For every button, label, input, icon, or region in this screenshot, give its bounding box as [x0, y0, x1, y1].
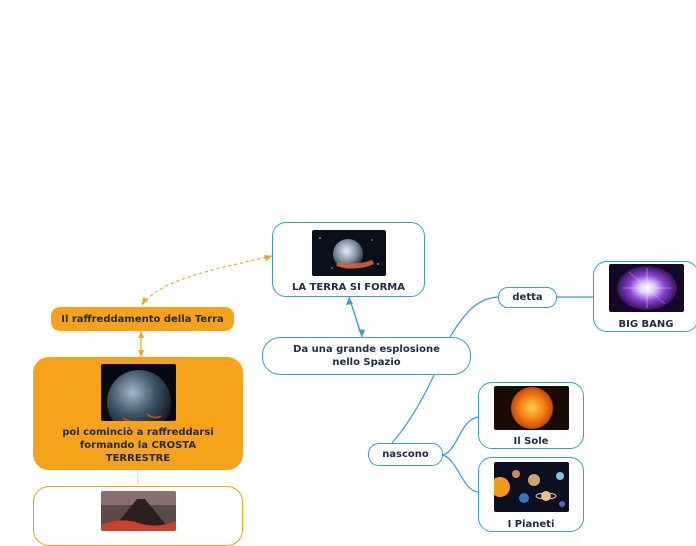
- arrow-head-top: [346, 297, 353, 305]
- node-il-sole-label: Il Sole: [514, 435, 549, 448]
- node-crosta-terrestre-label: poi cominciò a raffreddarsi formando la …: [48, 426, 228, 465]
- volcano-image: [101, 491, 176, 531]
- node-big-bang[interactable]: BIG BANG: [593, 261, 696, 332]
- node-detta[interactable]: detta: [498, 287, 557, 308]
- big-bang-image: [609, 264, 684, 312]
- node-terra-si-forma[interactable]: LA TERRA SI FORMA: [272, 222, 425, 297]
- node-raffreddamento-label: Il raffreddamento della Terra: [61, 313, 224, 326]
- sun-image: [494, 386, 569, 430]
- arrow-head-orange-bottom: [142, 297, 148, 305]
- node-esplosione[interactable]: Da una grande esplosione nello Spazio: [262, 337, 471, 375]
- node-vulcano[interactable]: [33, 486, 243, 546]
- link-nascono-pianeti: [443, 455, 478, 492]
- node-raffreddamento[interactable]: Il raffreddamento della Terra: [51, 307, 234, 331]
- cooling-earth-image: [101, 364, 176, 421]
- link-esplosione-nascono: [392, 375, 434, 443]
- node-detta-label: detta: [512, 291, 542, 304]
- link-esplosione-detta: [450, 297, 498, 337]
- node-il-sole[interactable]: Il Sole: [478, 382, 584, 449]
- earth-forming-image: [312, 230, 386, 276]
- arrow-head-bottom: [358, 329, 365, 337]
- node-big-bang-label: BIG BANG: [619, 318, 674, 331]
- arrow-head-orange-2-top: [138, 331, 144, 338]
- node-esplosione-label: Da una grande esplosione nello Spazio: [285, 343, 448, 369]
- planets-image: [494, 462, 569, 512]
- arrow-head-orange-top: [264, 255, 272, 261]
- node-i-pianeti[interactable]: I Pianeti: [478, 457, 584, 532]
- node-nascono-label: nascono: [382, 448, 429, 461]
- link-terra-raffreddamento: [142, 256, 272, 305]
- node-nascono[interactable]: nascono: [368, 443, 443, 466]
- node-crosta-terrestre[interactable]: poi cominciò a raffreddarsi formando la …: [33, 357, 243, 470]
- arrow-head-orange-2-bottom: [138, 350, 144, 357]
- link-nascono-sole: [443, 417, 478, 455]
- node-terra-si-forma-label: LA TERRA SI FORMA: [292, 281, 405, 294]
